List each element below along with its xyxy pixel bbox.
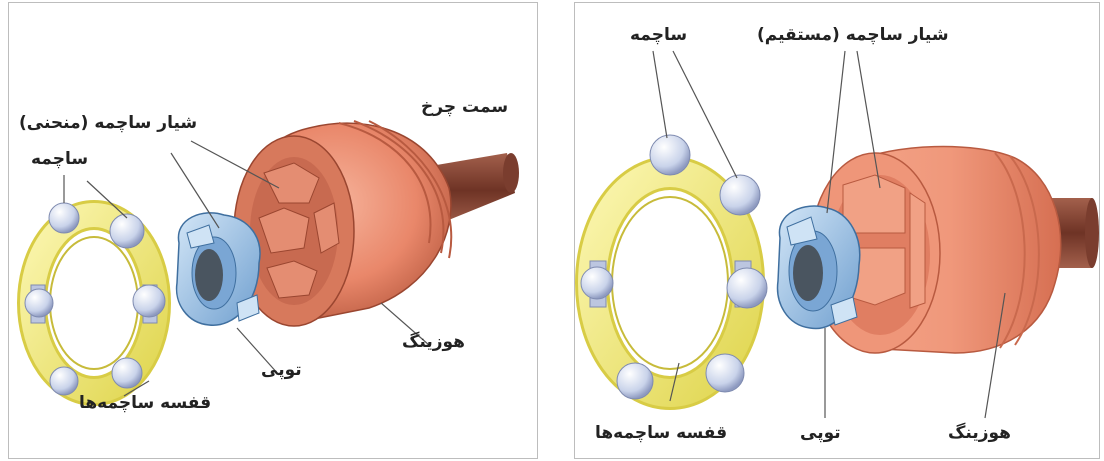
hub — [778, 206, 860, 329]
housing — [234, 121, 451, 326]
label-ball-groove-curved: شیار ساچمه (منحنی) — [19, 113, 197, 133]
label-housing: هوزینگ — [402, 332, 465, 352]
curved-joint-illustration — [9, 3, 537, 458]
curved-groove-joint-panel: سمت چرخ شیار ساچمه (منحنی) ساچمه هوزینگ … — [8, 2, 538, 459]
label-ball-cage: قفسه ساچمه‌ها — [79, 393, 211, 413]
label-hub: توپی — [261, 360, 302, 380]
label-ball-cage: قفسه ساچمه‌ها — [595, 423, 727, 443]
label-housing: هوزینگ — [948, 423, 1011, 443]
label-ball: ساچمه — [630, 25, 687, 45]
label-ball-groove-straight: شیار ساچمه (مستقیم) — [757, 25, 949, 45]
hub — [177, 213, 260, 325]
straight-joint-illustration — [575, 3, 1099, 458]
label-wheel-side: سمت چرخ — [421, 97, 508, 117]
label-ball: ساچمه — [31, 149, 88, 169]
straight-groove-joint-panel: ساچمه شیار ساچمه (مستقیم) قفسه ساچمه‌ها … — [574, 2, 1100, 459]
label-hub: توپی — [800, 423, 841, 443]
